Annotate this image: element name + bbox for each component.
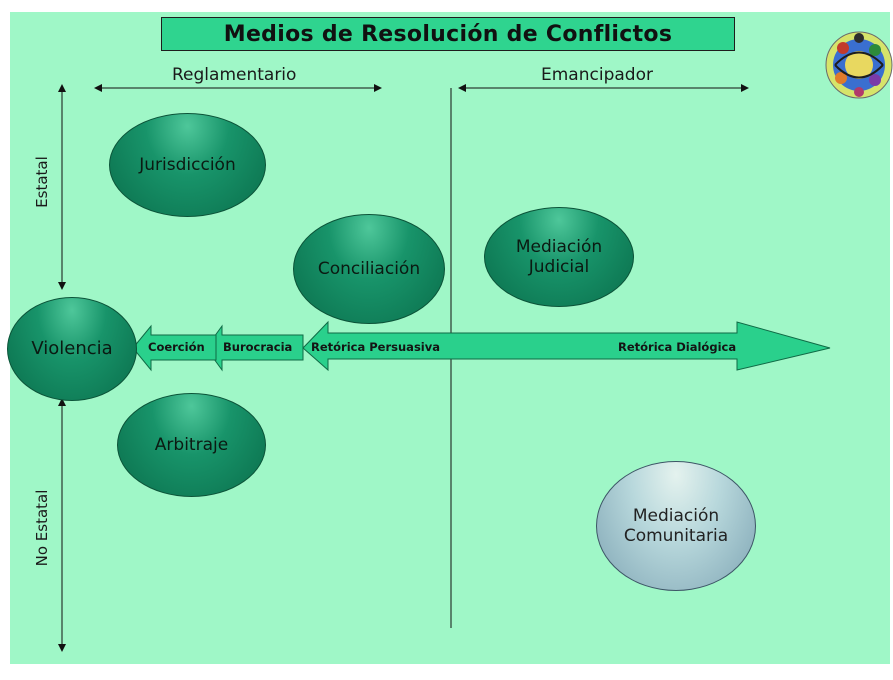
retorica-persuasiva-label: Retórica Persuasiva (311, 340, 440, 354)
burocracia-label: Burocracia (223, 340, 293, 354)
node-arbitraje: Arbitraje (117, 393, 266, 497)
people-circle-logo-icon (825, 31, 893, 99)
node-mediacion-judicial: Mediación Judicial (484, 207, 634, 307)
node-mediacion-comunitaria: Mediación Comunitaria (596, 461, 756, 591)
coercion-arrow-shape (132, 324, 217, 372)
node-mediacion-comunitaria-line1: Mediación (632, 505, 720, 526)
no-estatal-label: No Estatal (33, 489, 51, 567)
coercion-label: Coerción (148, 340, 205, 354)
retorica-arrow-shape (302, 320, 831, 372)
node-mediacion-judicial-line1: Mediación (515, 236, 603, 257)
node-conciliacion-label: Conciliación (317, 258, 421, 279)
node-jurisdiccion-label: Jurisdicción (139, 154, 236, 175)
node-violencia-label: Violencia (31, 338, 113, 360)
burocracia-arrow-shape (205, 324, 304, 372)
emancipador-label: Emancipador (541, 65, 653, 85)
node-mediacion-judicial-line2: Judicial (528, 257, 590, 277)
node-jurisdiccion: Jurisdicción (109, 113, 266, 217)
reglamentario-label: Reglamentario (172, 65, 297, 85)
node-conciliacion: Conciliación (293, 214, 445, 324)
node-mediacion-comunitaria-line2: Comunitaria (623, 526, 729, 546)
slide-title: Medios de Resolución de Conflictos (161, 17, 735, 51)
node-arbitraje-label: Arbitraje (154, 434, 229, 455)
retorica-dialogica-label: Retórica Dialógica (618, 340, 737, 354)
estatal-label: Estatal (33, 156, 51, 208)
node-violencia: Violencia (7, 297, 137, 401)
